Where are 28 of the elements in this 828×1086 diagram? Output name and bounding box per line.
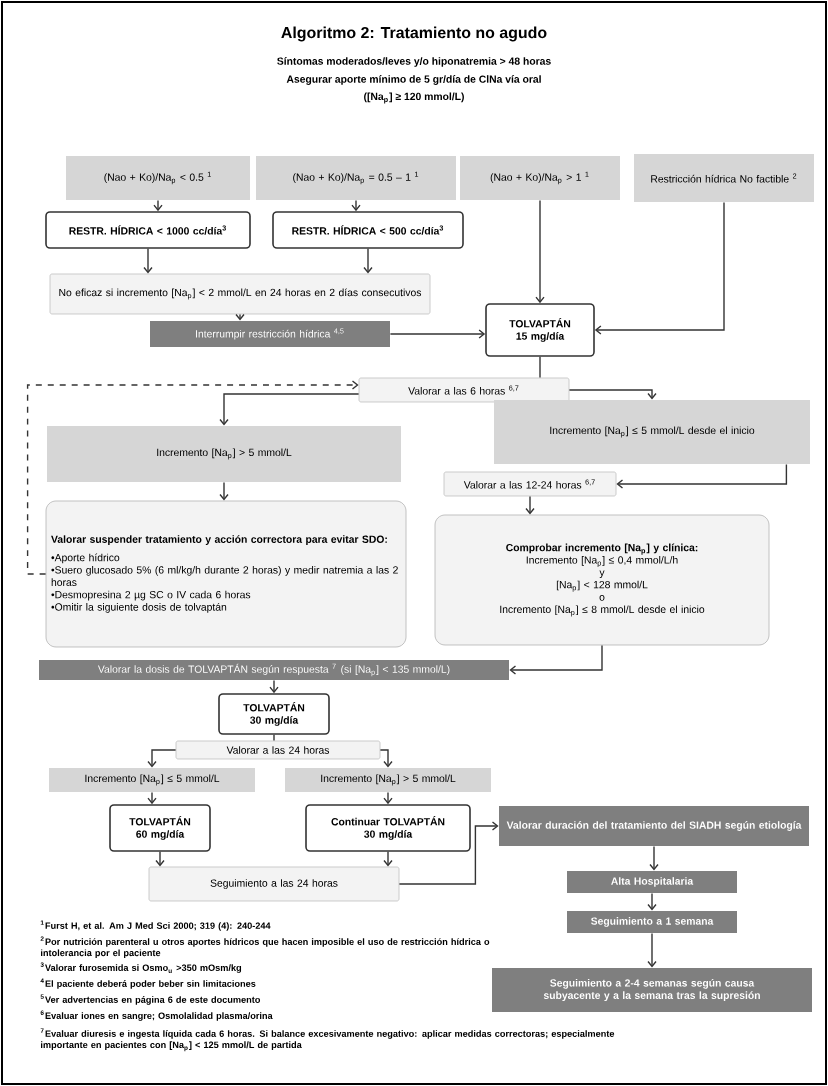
arrow bbox=[219, 481, 229, 501]
arrow bbox=[235, 313, 245, 321]
arrow bbox=[568, 389, 657, 400]
arrow bbox=[535, 199, 545, 304]
dashed-arrow bbox=[26, 380, 359, 575]
arrow bbox=[143, 248, 153, 274]
arrow bbox=[147, 791, 157, 805]
arrow bbox=[647, 892, 657, 911]
connector-line bbox=[539, 356, 541, 379]
arrow bbox=[363, 248, 373, 274]
arrow bbox=[147, 749, 177, 768]
arrow bbox=[379, 749, 393, 768]
arrow bbox=[383, 851, 393, 867]
arrow bbox=[647, 932, 657, 968]
arrow bbox=[155, 851, 165, 867]
arrow bbox=[269, 679, 279, 694]
arrow bbox=[398, 821, 499, 885]
arrow bbox=[153, 199, 163, 212]
arrow bbox=[616, 463, 788, 489]
arrow bbox=[525, 495, 535, 515]
arrow bbox=[509, 644, 603, 675]
connector-line bbox=[273, 734, 275, 742]
arrow bbox=[219, 393, 360, 426]
arrow bbox=[649, 845, 659, 871]
arrow bbox=[594, 201, 725, 335]
arrow bbox=[389, 329, 486, 339]
arrow bbox=[383, 791, 393, 805]
arrow bbox=[351, 199, 361, 212]
